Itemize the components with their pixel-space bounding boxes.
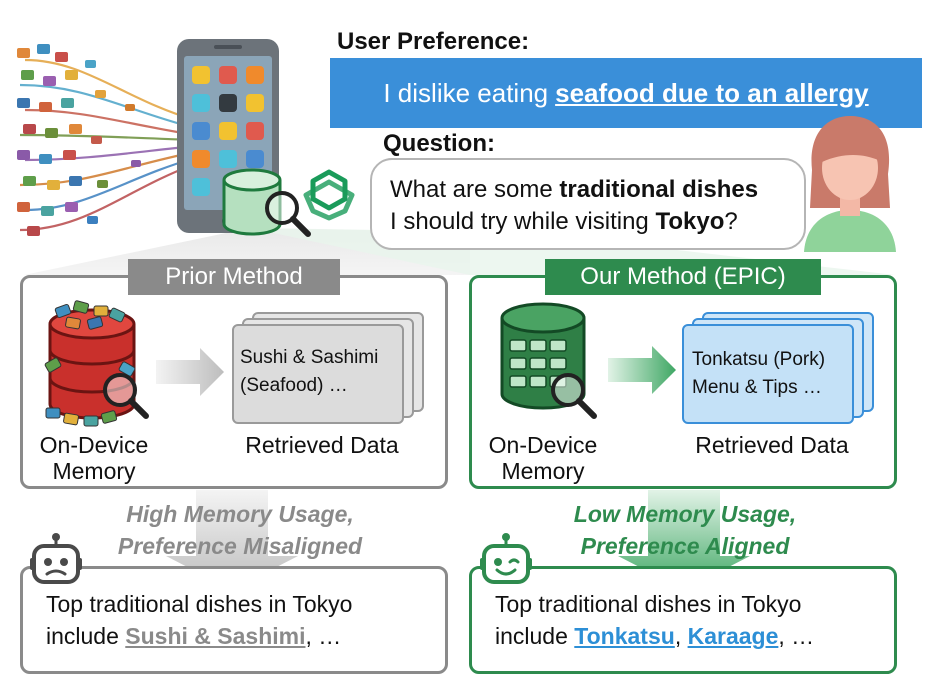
- preference-highlight: seafood due to an allergy: [555, 77, 869, 108]
- user-preference-bar: I dislike eating seafood due to an aller…: [330, 58, 922, 128]
- epic-answer-item-2: Karaage: [687, 623, 779, 649]
- magnifier-icon: [551, 373, 597, 419]
- arrow-down-icon: [618, 490, 750, 590]
- prior-method-title: Prior Method: [128, 259, 340, 295]
- question-bubble: What are some traditional dishes I shoul…: [370, 158, 806, 250]
- retrieved-card: [232, 324, 404, 424]
- epic-card-text: Tonkatsu (Pork) Menu & Tips …: [692, 349, 826, 398]
- database-icon: [222, 168, 282, 236]
- arrow-down-icon: [166, 490, 298, 590]
- arrow-right-icon: [608, 346, 676, 394]
- epic-answer-box: [469, 566, 897, 674]
- user-avatar-icon: [804, 116, 896, 252]
- epic-answer-text: Top traditional dishes in Tokyo include …: [495, 591, 815, 649]
- magnifier-icon: [265, 191, 311, 237]
- arrow-right-icon: [156, 348, 224, 396]
- data-streams-icon: [17, 44, 196, 236]
- question-line-2: I should try while visiting Tokyo?: [390, 208, 738, 235]
- epic-memory-label: On-Device Memory: [488, 432, 598, 484]
- epic-method-title: Our Method (EPIC): [545, 259, 821, 295]
- magnifier-icon: [103, 373, 149, 419]
- prior-answer-item: Sushi & Sashimi: [125, 623, 306, 649]
- question-header: Question:: [383, 130, 495, 157]
- database-icon: [500, 302, 586, 410]
- robot-sad-icon: [30, 533, 82, 584]
- preference-text: I dislike eating: [383, 77, 549, 108]
- epic-retrieved-label: Retrieved Data: [695, 432, 849, 458]
- question-line-1: What are some traditional dishes: [390, 176, 759, 203]
- user-preference-header: User Preference:: [337, 28, 530, 55]
- prior-memory-label: On-Device Memory: [39, 432, 149, 484]
- epic-verdict: Low Memory Usage, Preference Aligned: [573, 501, 797, 559]
- prior-verdict: High Memory Usage, Preference Misaligned: [117, 501, 363, 559]
- prior-card-text: Sushi & Sashimi (Seafood) …: [240, 347, 379, 396]
- prior-retrieved-label: Retrieved Data: [245, 432, 399, 458]
- robot-happy-icon: [480, 533, 532, 584]
- openai-logo-icon: [303, 169, 355, 221]
- prior-answer-text: Top traditional dishes in Tokyo include …: [46, 591, 353, 649]
- epic-answer-item-1: Tonkatsu: [574, 623, 675, 649]
- retrieved-card: [682, 324, 854, 424]
- prior-answer-box: [20, 566, 448, 674]
